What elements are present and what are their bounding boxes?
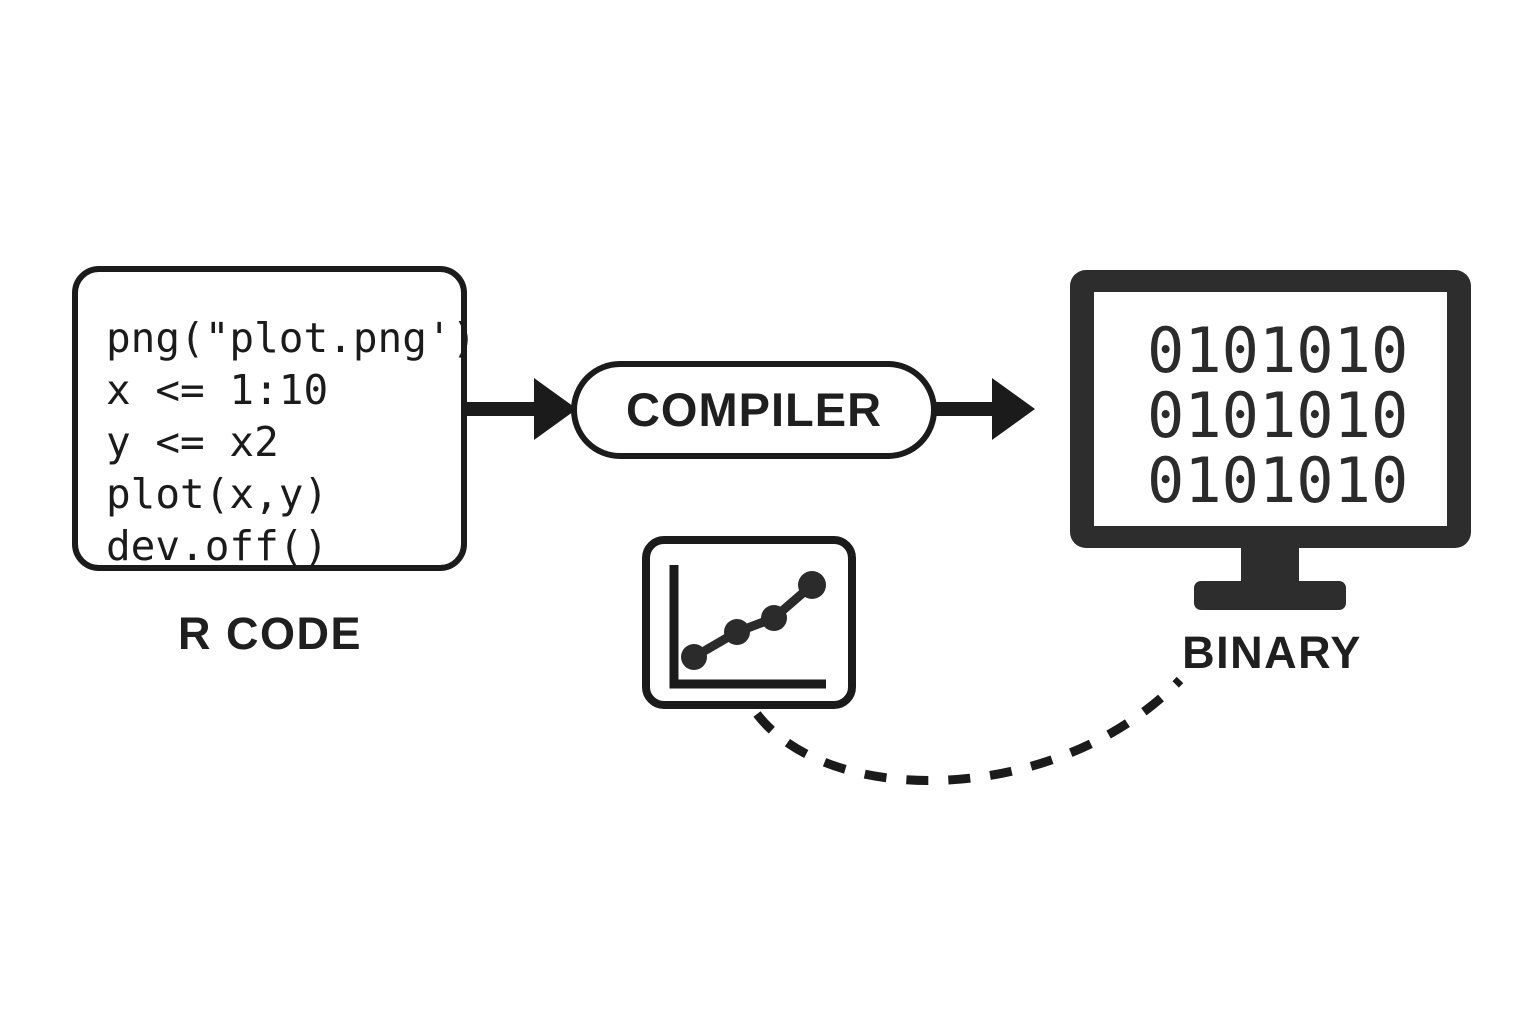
arrow2-shaft	[932, 402, 1004, 416]
code-line-4: plot(x,y)	[106, 470, 328, 518]
r-code-caption: R CODE	[178, 608, 362, 659]
dashed-link-plot-to-binary	[753, 676, 1184, 785]
monitor-group: 0101010 0101010 0101010 BINARY	[1070, 270, 1471, 678]
arrow-compiler-to-binary	[932, 378, 1035, 440]
plot-point-2	[724, 619, 750, 645]
compiler-label: COMPILER	[626, 383, 882, 436]
monitor-stand-neck	[1241, 548, 1299, 584]
monitor-screen	[1094, 292, 1447, 526]
code-line-2: x <= 1:10	[106, 366, 328, 414]
binary-line-2: 0101010	[1147, 379, 1408, 452]
r-code-group: png("plot.png') x <= 1:10 y <= x2 plot(x…	[72, 266, 476, 659]
binary-line-1: 0101010	[1147, 314, 1408, 387]
code-line-3: y <= x2	[106, 418, 279, 466]
binary-line-3: 0101010	[1147, 444, 1408, 517]
code-line-1: png("plot.png')	[106, 314, 476, 362]
plot-axes	[669, 565, 826, 689]
arrow1-head	[534, 378, 577, 440]
compiler-group: COMPILER	[571, 361, 937, 459]
plot-point-4	[798, 571, 826, 599]
arrow-code-to-compiler	[464, 378, 577, 440]
arrow2-head	[992, 378, 1035, 440]
monitor-stand-base	[1194, 581, 1346, 610]
code-line-5: dev.off()	[106, 522, 328, 570]
plot-point-3	[761, 605, 787, 631]
binary-caption: BINARY	[1182, 627, 1362, 678]
code-box-outline	[72, 266, 467, 571]
plot-series-line	[689, 580, 817, 662]
plot-point-1	[681, 644, 707, 670]
arrow1-shaft	[464, 402, 546, 416]
plot-icon-group	[642, 536, 856, 709]
